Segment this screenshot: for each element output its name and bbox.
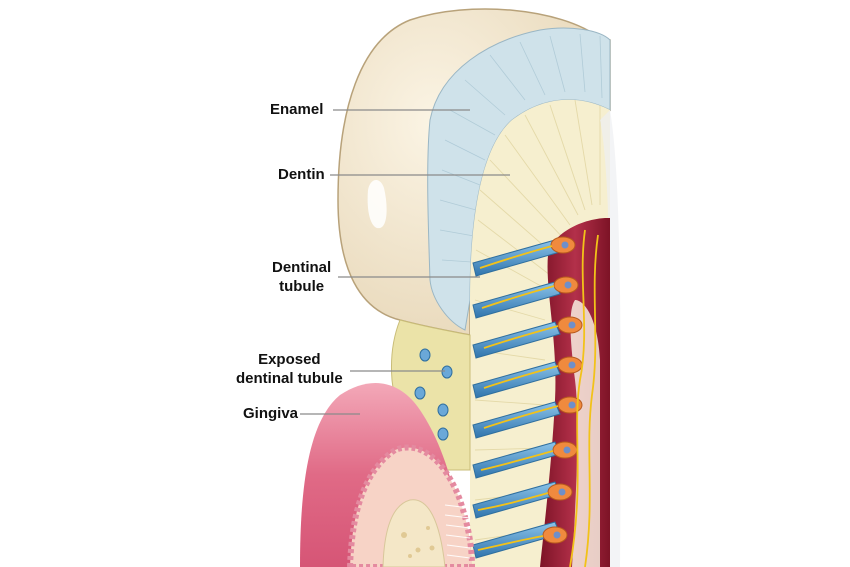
label-gingiva: Gingiva	[243, 405, 299, 422]
label-exposed-dentinal-tubule: Exposed dentinal tubule	[236, 351, 343, 387]
tooth-background-edge	[600, 110, 621, 567]
odontoblast-nuclei	[553, 241, 576, 539]
enamel-highlight	[367, 179, 387, 229]
periodontal-fibers	[444, 504, 471, 559]
label-dentinal-tubule: Dentinal tubule	[272, 259, 332, 295]
label-enamel: Enamel	[270, 101, 324, 118]
nerve-fibers	[477, 229, 599, 567]
label-dentin: Dentin	[278, 166, 325, 183]
bone-pores	[401, 526, 435, 558]
leader-lines	[300, 109, 510, 415]
alveolar-bone	[382, 499, 446, 567]
